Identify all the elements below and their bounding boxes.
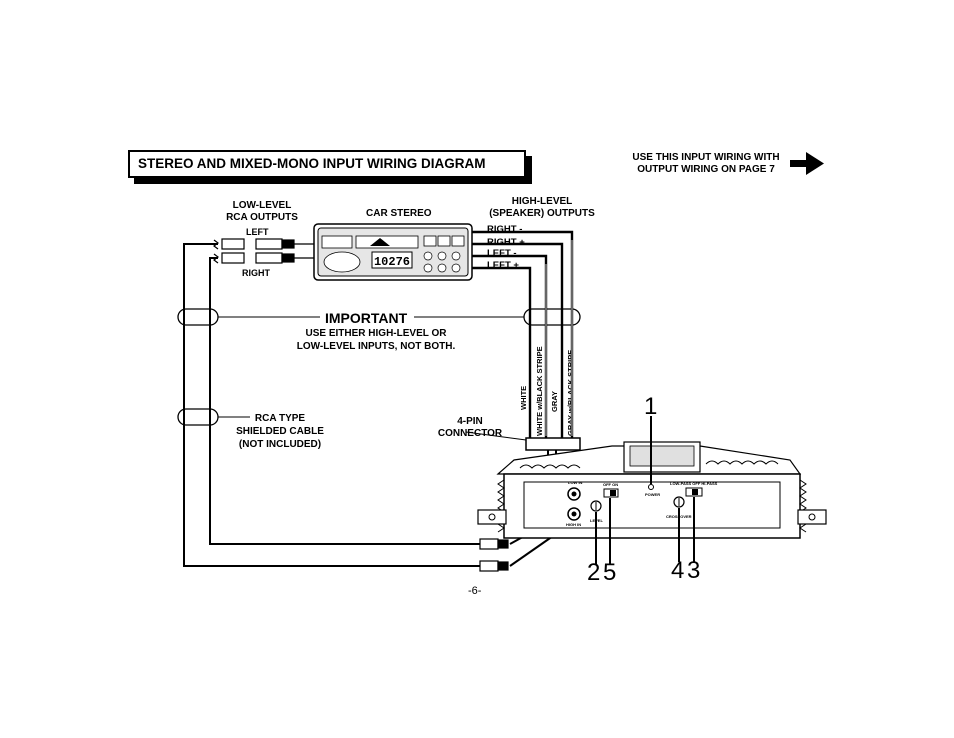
rca-cables (183, 243, 480, 567)
important-line-2: LOW-LEVEL INPUTS, NOT BOTH. (296, 341, 456, 352)
low-level-label-2: RCA OUTPUTS (226, 212, 298, 223)
rca-cable-line-3: (NOT INCLUDED) (238, 439, 322, 450)
callout-4: 4 (671, 557, 685, 584)
callout-3: 3 (687, 557, 701, 584)
amplifier: LOW IN HIGH IN LEVEL OFF ON POWER LOW-PA… (477, 441, 827, 539)
speaker-output-right-pos: RIGHT + (487, 237, 525, 248)
rca-right-label: RIGHT (242, 268, 270, 278)
speaker-output-left-pos: LEFT + (487, 260, 519, 271)
low-in-label: LOW IN (568, 480, 583, 485)
filter-label: LOW-PASS OFF HI-PASS (670, 481, 718, 486)
note-line-2: OUTPUT WIRING ON PAGE 7 (637, 164, 775, 175)
rca-cable-line-2: SHIELDED CABLE (236, 426, 324, 437)
high-level-label-1: HIGH-LEVEL (511, 196, 573, 207)
car-stereo-unit: 10276 (313, 223, 473, 281)
connector-line-2: CONNECTOR (437, 428, 503, 439)
car-stereo-label: CAR STEREO (366, 208, 432, 219)
title-box: STEREO AND MIXED-MONO INPUT WIRING DIAGR… (128, 150, 526, 178)
speaker-output-right-neg: RIGHT - (487, 224, 523, 235)
power-label: POWER (645, 492, 660, 497)
low-level-label-1: LOW-LEVEL (232, 200, 292, 211)
stereo-display: 10276 (374, 255, 410, 269)
callout-5: 5 (603, 559, 617, 586)
rca-connector-icon (213, 238, 314, 264)
connector-line-1: 4-PIN (457, 416, 483, 427)
note-line-1: USE THIS INPUT WIRING WITH (632, 152, 780, 163)
rca-cable-line-1: RCA TYPE (254, 413, 306, 424)
speaker-wires (472, 230, 574, 438)
important-line-1: USE EITHER HIGH-LEVEL OR (305, 328, 447, 339)
page-number: -6- (468, 585, 482, 597)
callout-lines (595, 416, 695, 564)
important-title: IMPORTANT (325, 310, 408, 326)
callout-2: 2 (587, 559, 601, 586)
arrow-right-icon (790, 152, 824, 175)
rca-left-label: LEFT (246, 227, 269, 237)
speaker-output-left-neg: LEFT - (487, 248, 517, 259)
diagram-title: STEREO AND MIXED-MONO INPUT WIRING DIAGR… (138, 156, 486, 171)
callout-1: 1 (644, 393, 658, 420)
rca-plug-icon (479, 538, 509, 572)
high-in-label: HIGH IN (566, 522, 581, 527)
bass-boost-label: OFF ON (603, 482, 618, 487)
high-level-label-2: (SPEAKER) OUTPUTS (489, 208, 595, 219)
cable-markers (177, 308, 581, 426)
